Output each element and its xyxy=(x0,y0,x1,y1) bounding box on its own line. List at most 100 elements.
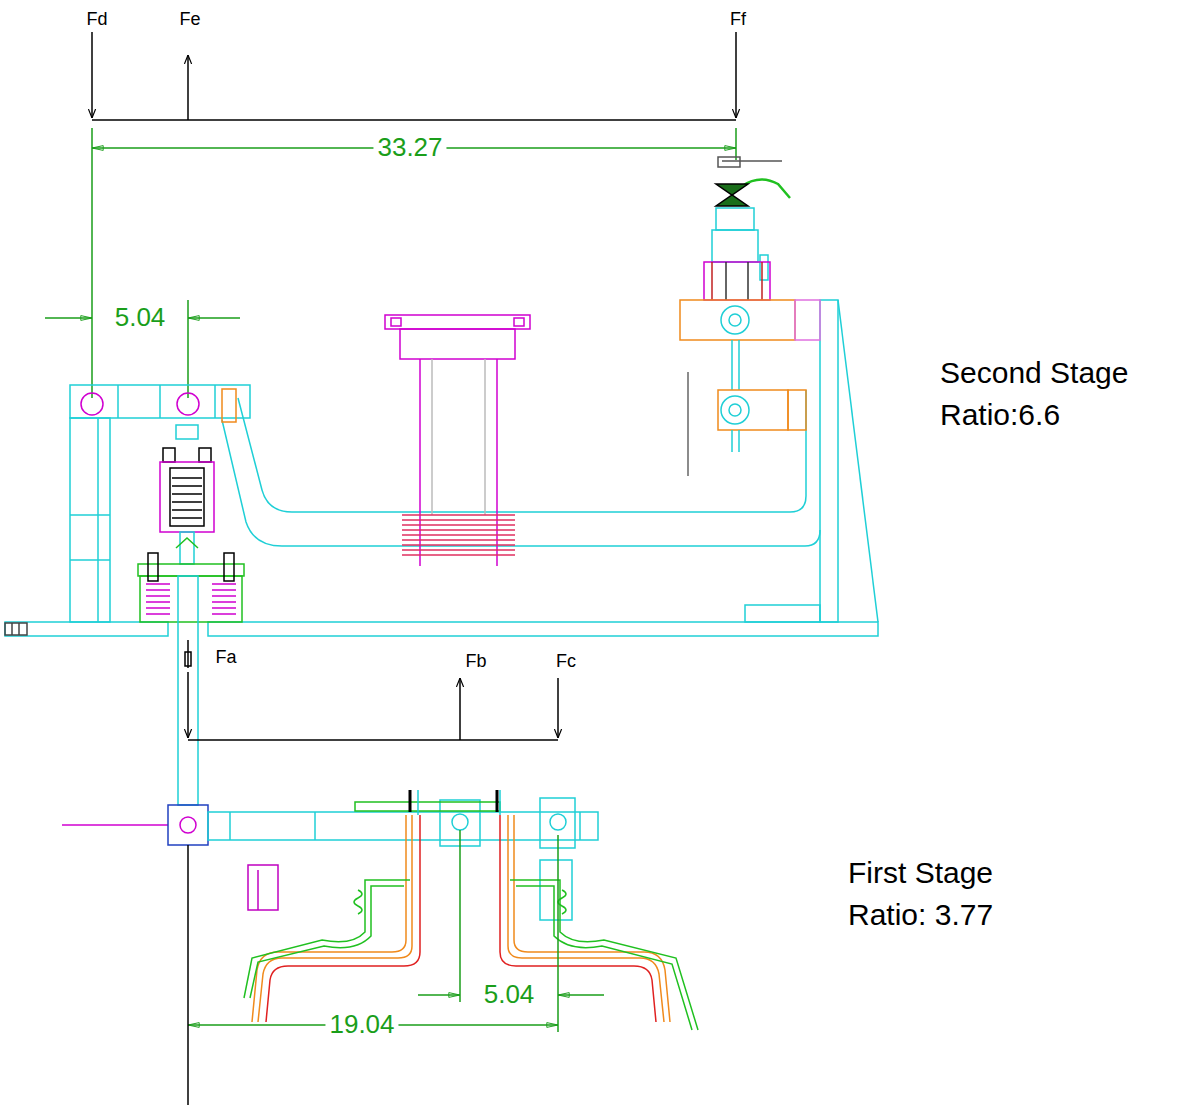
actuator-right-part xyxy=(729,314,741,326)
bellows-bracket xyxy=(385,315,530,566)
second-stage-frame-part xyxy=(838,300,878,622)
spring-assembly-part xyxy=(170,468,204,526)
first-stage-lever-part xyxy=(540,860,572,920)
first-stage-lever-part xyxy=(257,870,259,910)
bellows-bracket-part xyxy=(402,515,515,555)
second-stage-frame-part xyxy=(70,385,250,418)
actuator-right-part xyxy=(725,262,727,300)
actuator-right-part xyxy=(731,340,733,390)
pivot-pins-second-stage-part xyxy=(177,393,199,415)
force-diagram-first-stage-part xyxy=(187,672,189,738)
spring-assembly-part xyxy=(176,425,198,439)
second-stage-frame-part xyxy=(745,605,820,622)
first-stage-lever-part xyxy=(409,790,412,812)
actuator-right-part xyxy=(721,396,749,424)
force-diagram-first-stage xyxy=(188,672,558,740)
shoe-profiles-part xyxy=(244,880,410,998)
first-stage-lever-part xyxy=(229,812,231,840)
dimension-lines-second-stage-part xyxy=(45,317,92,319)
actuator-right-part xyxy=(712,230,758,262)
shoe-profiles-part xyxy=(250,886,404,998)
force-diagram-first-stage-part xyxy=(459,678,461,740)
dimension-label: 5.04 xyxy=(480,979,539,1010)
first-stage-lever xyxy=(62,790,598,920)
second-stage-frame-part xyxy=(5,622,168,636)
actuator-right-part xyxy=(716,184,748,206)
force-diagram-second-stage-part xyxy=(735,32,737,118)
pivot-pins-second-stage xyxy=(81,393,199,415)
actuator-right-part xyxy=(738,430,740,452)
actuator-right-part xyxy=(722,160,782,162)
actuator-right-part xyxy=(704,262,770,300)
bellows-bracket-part xyxy=(431,359,433,515)
spring-assembly-part xyxy=(187,640,189,668)
spring-assembly-part xyxy=(148,553,158,581)
actuator-right-part xyxy=(718,390,788,430)
first-stage-lever-part xyxy=(496,790,499,812)
dimension-lines-first-stage-part xyxy=(558,994,604,996)
force-diagram-first-stage-part xyxy=(188,739,558,741)
dimension-lines-second-stage-part xyxy=(187,300,189,398)
second-stage-frame-part xyxy=(5,623,27,635)
actuator-right-part xyxy=(738,340,740,390)
second-stage-frame-part xyxy=(70,418,110,622)
second-stage-frame-part xyxy=(18,623,20,635)
second-stage-frame-part xyxy=(214,385,216,418)
second-stage-frame-part xyxy=(117,385,119,418)
spring-assembly-part xyxy=(140,576,242,622)
actuator-right-part xyxy=(731,430,733,452)
actuator-right-part xyxy=(711,262,713,300)
shoe-profiles-part xyxy=(558,890,566,914)
actuator-right-part xyxy=(718,157,740,167)
second-stage-frame xyxy=(5,300,878,636)
dimension-lines-first-stage-part xyxy=(459,830,461,1002)
second-stage-frame-part xyxy=(222,420,820,546)
second-stage-frame-part xyxy=(820,300,838,622)
bellows-bracket-part xyxy=(400,329,515,359)
spring-assembly-part xyxy=(163,448,175,462)
first-stage-lever-part xyxy=(579,812,581,840)
dimension-lines-second-stage-part xyxy=(188,317,240,319)
actuator-right-part xyxy=(747,262,749,300)
dimension-lines-first-stage-part xyxy=(418,994,460,996)
actuator-right-part xyxy=(788,390,806,430)
bellows-bracket-part xyxy=(514,318,524,326)
actuator-right-part xyxy=(742,179,790,198)
dimension-label: 19.04 xyxy=(325,1009,398,1040)
shoe-profiles-part xyxy=(354,890,362,914)
force-label: Fa xyxy=(215,647,236,669)
spring-assembly-part xyxy=(172,478,202,518)
spring-assembly-part xyxy=(199,448,211,462)
spring-assembly-part xyxy=(212,584,236,614)
spring-assembly-part xyxy=(178,576,198,805)
force-label: Fb xyxy=(465,651,486,673)
first-stage-lever-part xyxy=(355,802,500,811)
first-stage-lever-part xyxy=(417,790,419,815)
spring-assembly-part xyxy=(176,538,198,548)
shoe-profiles-part xyxy=(258,815,412,1022)
force-diagram-second-stage xyxy=(92,32,736,120)
second-stage-frame-part xyxy=(208,622,878,636)
shoe-profiles-part xyxy=(516,886,692,1030)
force-label: Ff xyxy=(730,9,746,31)
spring-assembly-part xyxy=(160,462,214,532)
actuator-right-part xyxy=(729,404,741,416)
bellows-bracket-part xyxy=(484,359,486,515)
actuator-right-part xyxy=(687,372,689,476)
dimension-label: 33.27 xyxy=(373,132,446,163)
second-stage-frame-part xyxy=(11,623,13,635)
actuator-right xyxy=(680,157,820,476)
first-stage-lever-part xyxy=(180,817,196,833)
center-line xyxy=(187,845,189,1105)
actuator-right-part xyxy=(761,262,763,300)
spring-assembly-part xyxy=(185,652,191,666)
dimension-lines-second-stage xyxy=(45,128,736,398)
first-stage-lever-part xyxy=(314,812,316,840)
second-stage-frame-part xyxy=(97,418,99,622)
first-stage-lever-part xyxy=(248,865,278,910)
spring-assembly-part xyxy=(138,564,244,576)
first-stage-lever-part xyxy=(499,790,501,815)
